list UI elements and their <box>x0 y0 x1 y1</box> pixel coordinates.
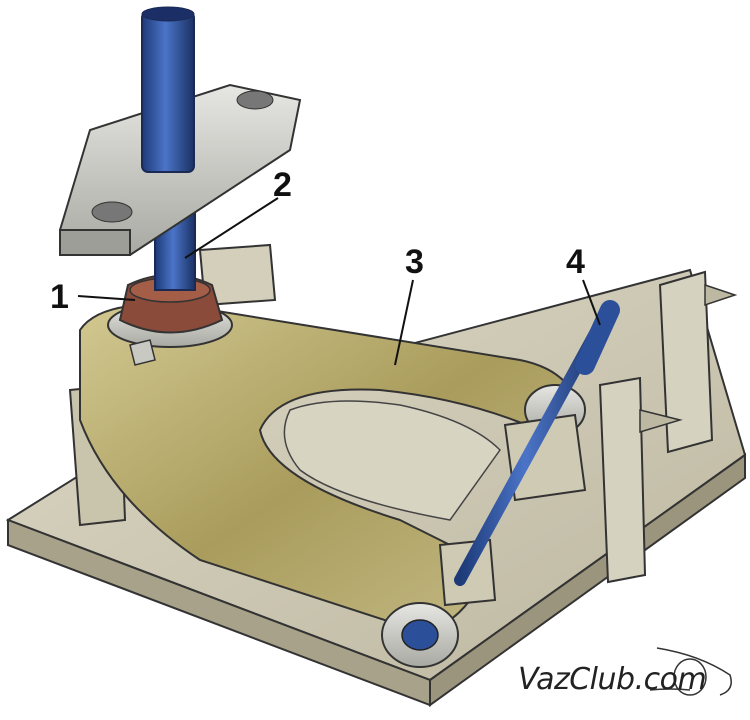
callout-3: 3 <box>405 243 424 281</box>
pin-4 <box>454 300 620 586</box>
callout-1: 1 <box>50 278 69 316</box>
callout-4: 4 <box>566 243 585 281</box>
press-tube <box>141 6 195 173</box>
leader-lines <box>77 197 601 366</box>
watermark-text: VazClub.com <box>518 662 707 697</box>
watermark-logo <box>649 647 732 696</box>
ball-joint-boot <box>107 274 233 366</box>
support-posts <box>68 243 738 584</box>
callout-2: 2 <box>273 166 292 204</box>
